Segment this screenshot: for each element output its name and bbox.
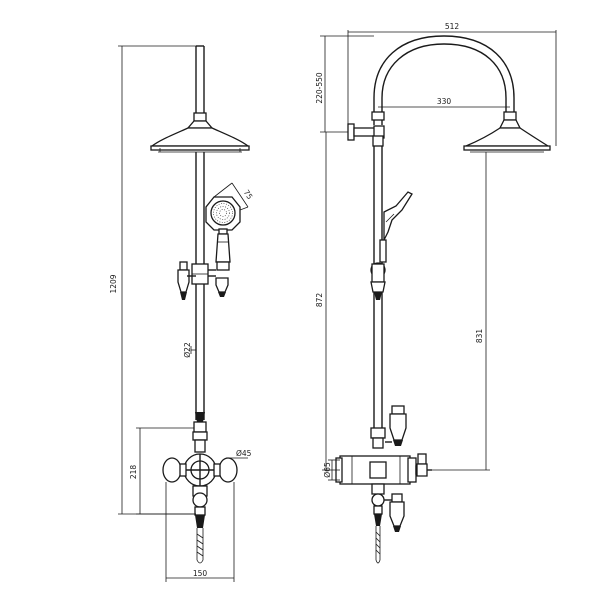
dim-150-label: 150: [193, 569, 208, 578]
dim-o22-label: Ø22: [183, 342, 192, 358]
side-hand-shower: [379, 191, 413, 263]
side-shower-head: [463, 111, 551, 153]
dim-o45-label: Ø45: [236, 449, 252, 458]
front-hand-shower: [205, 196, 241, 271]
dim-831-label: 831: [475, 329, 484, 344]
side-valve: [335, 405, 432, 564]
front-riser-rail: [190, 152, 205, 420]
dim-872-label: 872: [315, 293, 324, 308]
dim-o65-label: Ø65: [323, 462, 332, 478]
front-valve: [162, 412, 238, 564]
dim-512-label: 512: [445, 22, 460, 31]
dim-75-label: 75: [242, 188, 255, 201]
dim-330-label: 330: [437, 97, 452, 106]
side-gooseneck-arm: [371, 35, 515, 125]
dim-1209-label: 1209: [109, 274, 118, 293]
side-view: 512 220-550 330 872 Ø65 831: [315, 22, 557, 564]
front-rail-handle: [177, 261, 229, 300]
front-slider: [191, 263, 216, 285]
dim-220-550-label: 220-550: [315, 72, 324, 104]
dim-218-label: 218: [129, 465, 138, 480]
front-shower-head: [150, 112, 250, 153]
front-dimensions: 1209 218 150 Ø45 Ø22 75: [109, 45, 255, 582]
front-view: 1209 218 150 Ø45 Ø22 75: [109, 45, 255, 582]
side-slider: [370, 262, 386, 300]
front-upper-pipe: [195, 45, 205, 115]
side-dimensions: 512 220-550 330 872 Ø65 831: [315, 22, 557, 481]
